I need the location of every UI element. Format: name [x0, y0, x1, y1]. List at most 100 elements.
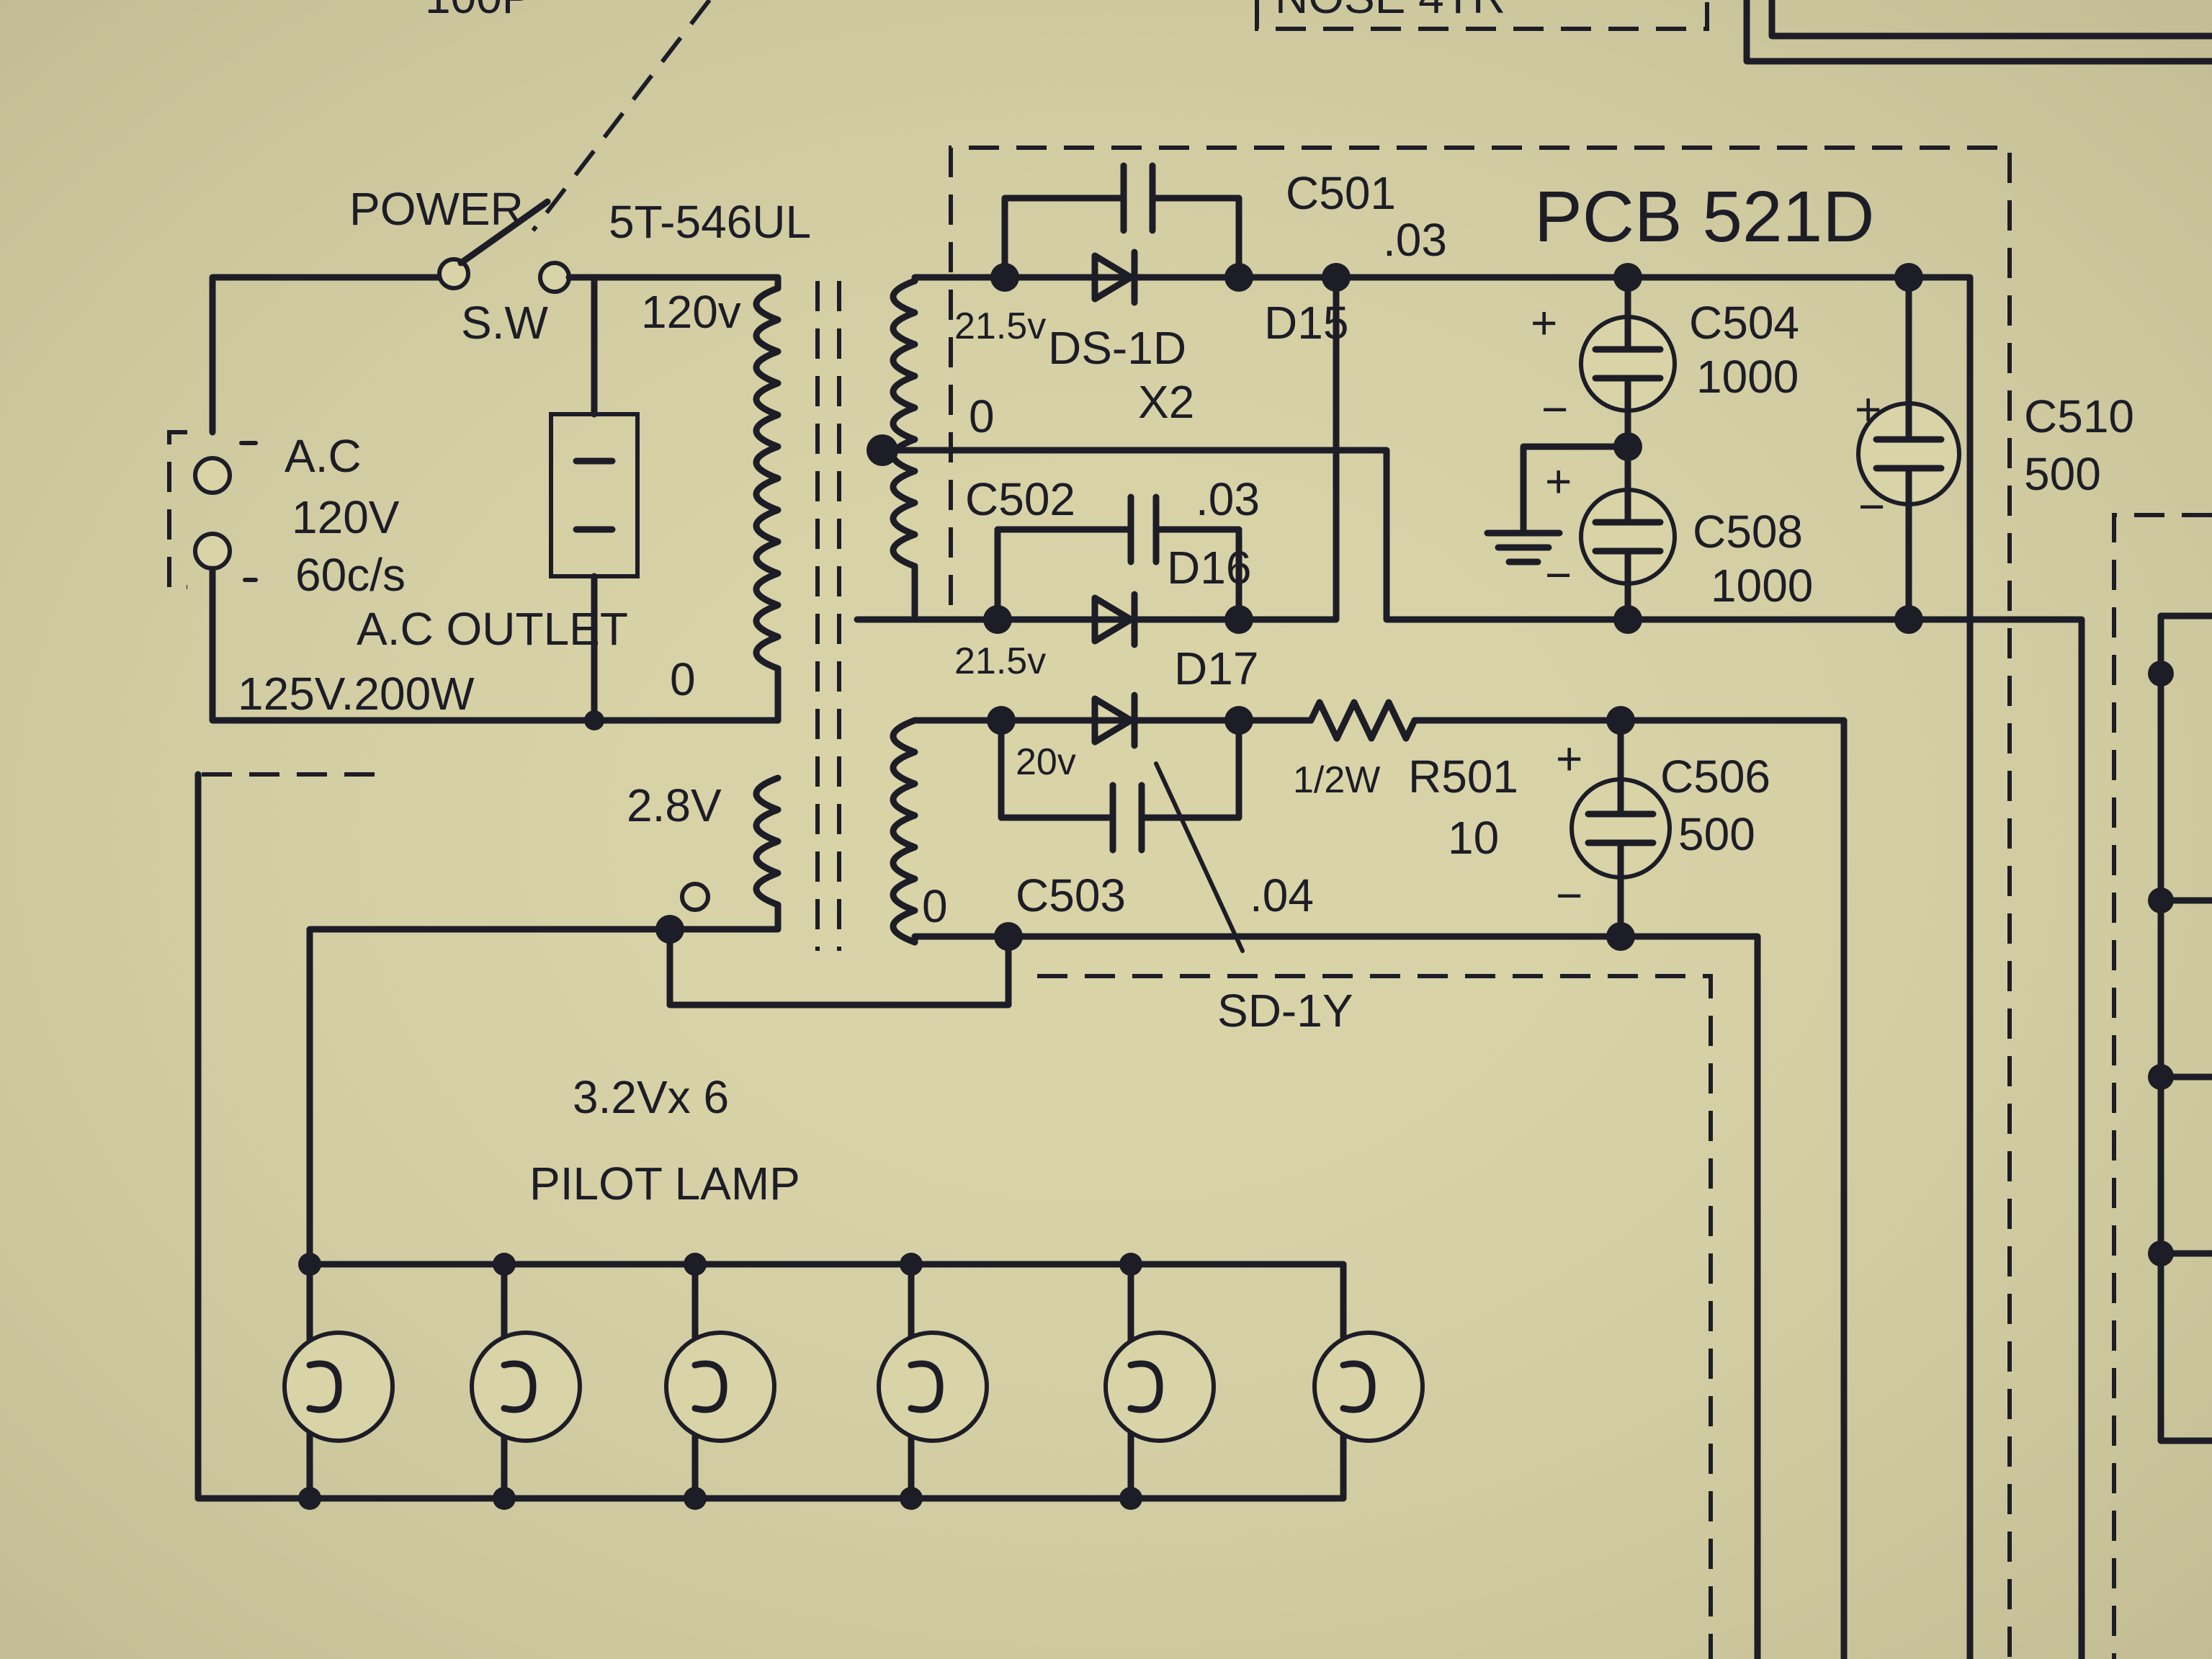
c503-bridge-wire [998, 717, 1242, 821]
tap-20v-label: 20v [1016, 741, 1076, 783]
secondary-winding-lower [890, 717, 918, 946]
junction-d16-right [1224, 605, 1253, 634]
c506-minus: − [1556, 869, 1582, 921]
outlet-rating-label: 125V.200W [238, 668, 475, 720]
c508-plus: + [1545, 455, 1572, 507]
d16-label: D16 [1167, 542, 1251, 594]
c506-label: C506 [1660, 751, 1770, 802]
r501-label: R501 [1408, 751, 1518, 802]
c510-plus: + [1855, 383, 1881, 435]
c508-label: C508 [1693, 506, 1803, 558]
c506-plus: + [1556, 733, 1582, 784]
diode-d17 [1091, 692, 1138, 749]
junction-d15-right [1224, 263, 1253, 292]
c506-plates [1585, 774, 1657, 882]
c506-value-label: 500 [1678, 808, 1755, 860]
tap-21-5v-low-label: 21.5v [954, 640, 1046, 682]
bottom-return-wire [911, 933, 1761, 1659]
top-cut-label-left: 100P [425, 0, 532, 23]
pilot-lamp-1 [282, 1253, 395, 1510]
lamp-winding-terminal [680, 882, 710, 912]
outlet-label: A.C OUTLET [357, 603, 628, 655]
switch-label: S.W [461, 297, 548, 349]
ac-plug-bracket [167, 430, 187, 589]
diode-d16 [1091, 591, 1138, 648]
switch-blade [457, 198, 551, 267]
c504-plates [1592, 313, 1664, 414]
top-dashed-box [1255, 0, 1709, 31]
pilot-lamp-6 [1312, 1331, 1425, 1443]
c502-plates [1127, 493, 1160, 565]
right-junction-4 [2148, 1240, 2174, 1266]
r501-value-label: 10 [1448, 812, 1499, 864]
ground-wire [1520, 443, 1631, 537]
tap-0-mid-label: 0 [969, 390, 995, 442]
tap-2-8v-label: 2.8V [627, 779, 722, 831]
c504-minus: − [1541, 383, 1568, 435]
switch-link-dashed [531, 0, 712, 232]
ground-symbol [1484, 529, 1563, 565]
lamp-spec-label: 3.2Vx 6 [573, 1071, 729, 1123]
right-junction-1 [2148, 661, 2174, 687]
junction-c510-top [1894, 263, 1923, 292]
c508-value-label: 1000 [1711, 560, 1813, 612]
junction-c508-bottom [1613, 605, 1642, 634]
tap-0-bottom-label: 0 [922, 880, 948, 932]
c510-plates [1873, 400, 1945, 508]
c510-label: C510 [2024, 390, 2134, 442]
c508-minus: − [1545, 549, 1572, 601]
top-right-box [1743, 0, 2212, 65]
ac-plug-pin-1 [193, 456, 232, 495]
lamp-outer-wire [196, 772, 375, 1498]
d17-label: D17 [1174, 643, 1258, 694]
outlet-junction [584, 710, 604, 730]
pilot-lamp-5 [1103, 1253, 1216, 1510]
c501-label: C501 [1286, 167, 1396, 219]
switch-contact-right [538, 261, 571, 294]
right-junction-3 [2148, 1064, 2174, 1090]
lamp-top-bus [306, 1261, 1347, 1343]
transformer-label: 5T-546UL [609, 196, 811, 248]
ac-plug-pin-2 [193, 532, 232, 571]
ac-voltage-label: 120V [292, 491, 400, 543]
c510-minus: − [1858, 480, 1885, 532]
lamp-name-label: PILOT LAMP [529, 1158, 800, 1209]
pilot-lamp-4 [877, 1253, 989, 1510]
lower-dashed-box [1037, 974, 1713, 1659]
primary-winding [753, 285, 782, 724]
secondary-winding-upper [890, 277, 918, 623]
c501-value-label: .03 [1383, 214, 1447, 266]
primary-hot-wire [565, 274, 782, 292]
ac-frequency-label: 60c/s [295, 549, 406, 601]
c502-label: C502 [965, 473, 1075, 525]
sd1y-label: SD-1Y [1217, 985, 1353, 1037]
c502-bridge-wire [994, 526, 1242, 623]
x2-label: X2 [1138, 376, 1194, 428]
right-partial-circuit [2157, 612, 2212, 1444]
junction-d15-left [990, 263, 1019, 292]
c504-plus: + [1531, 297, 1557, 349]
transformer-core [815, 281, 841, 951]
tap-21-5v-top-label: 21.5v [954, 305, 1046, 347]
r501-power-label: 1/2W [1293, 759, 1380, 801]
tap-120v-label: 120v [641, 286, 741, 338]
top-right-box-inner [1768, 0, 2212, 40]
lamp-outer-wire-solid [194, 771, 1347, 1502]
junction-c510-bottom [1894, 605, 1923, 634]
junction-lamp-feed [655, 915, 684, 944]
pilot-lamp-3 [664, 1253, 776, 1510]
pcb-label: PCB 521D [1534, 176, 1874, 257]
diode-d15 [1091, 249, 1138, 306]
top-cut-label-mid: NOSE 4TR [1275, 0, 1505, 23]
tap-0-primary-label: 0 [670, 653, 696, 705]
power-label: POWER [349, 183, 524, 235]
ac-plug-bracket-right [239, 441, 258, 582]
c501-bridge-wire [1001, 194, 1242, 281]
c502-value-label: .03 [1196, 473, 1260, 525]
c506-out-wire [1617, 717, 1848, 1659]
r501-resistor [1235, 699, 1631, 742]
c503-plates [1109, 782, 1145, 854]
c504-value-label: 1000 [1696, 351, 1799, 403]
switch-contact-left [437, 257, 470, 290]
